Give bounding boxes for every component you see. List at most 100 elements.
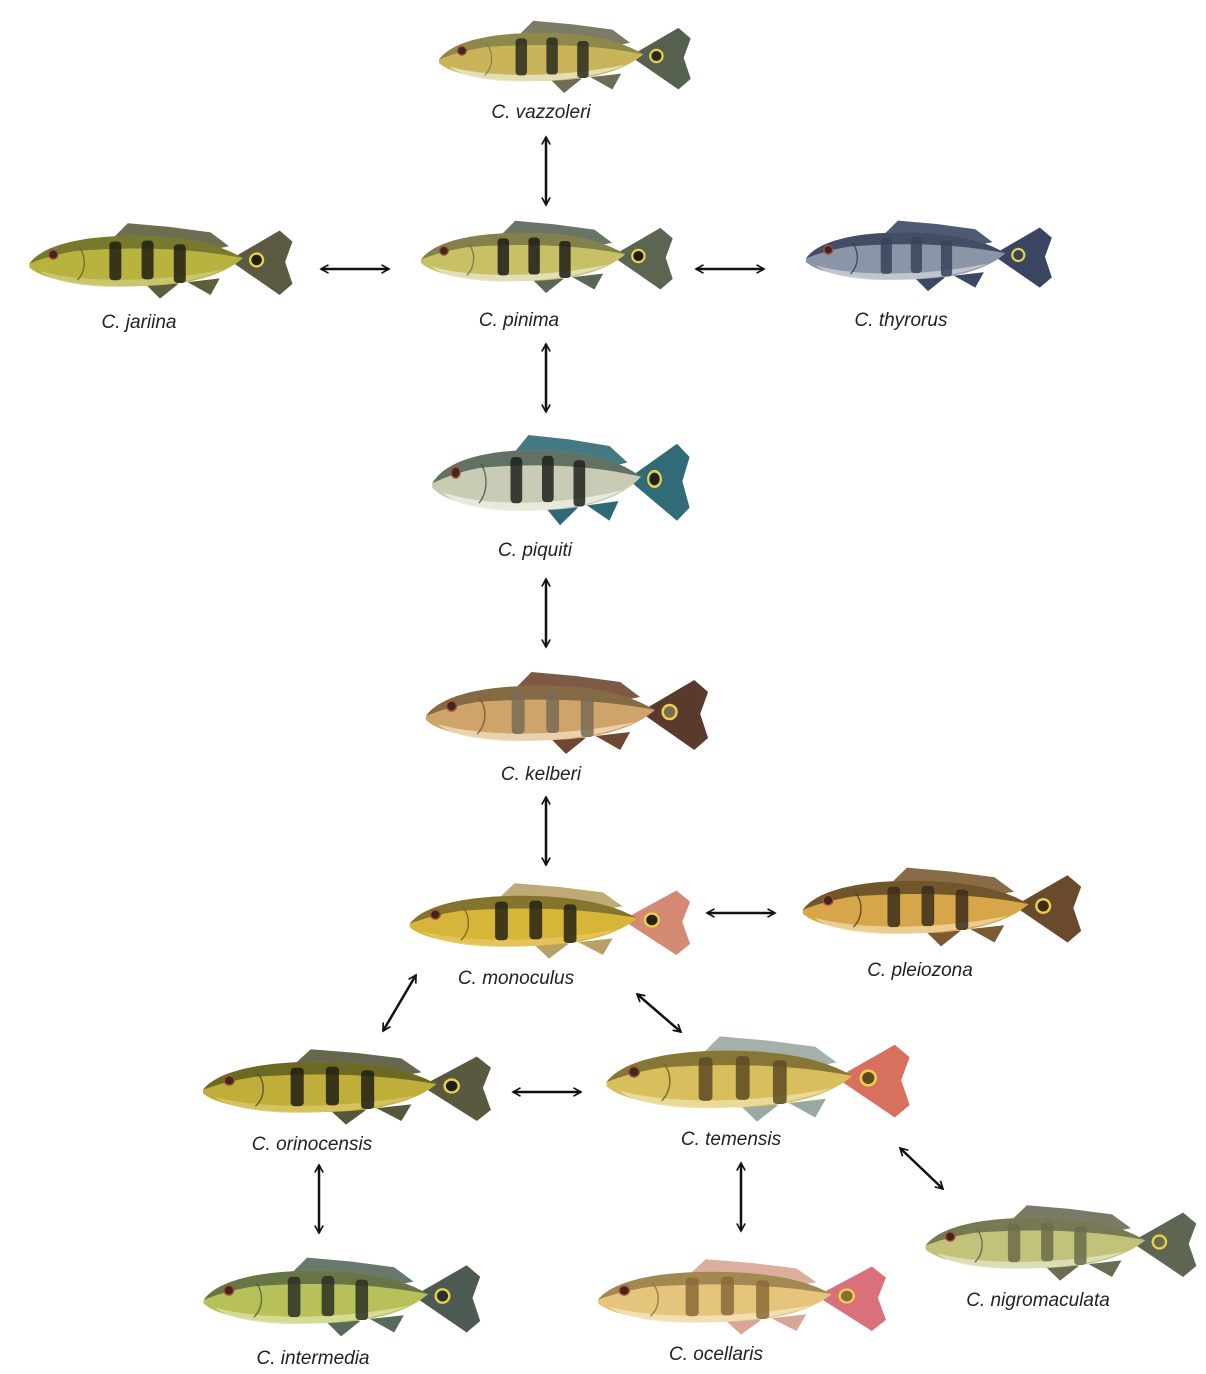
species-label: C. orinocensis (251, 1134, 373, 1155)
body-bar (290, 1067, 304, 1107)
gill-cover (484, 43, 493, 76)
fish-illustration (203, 1257, 481, 1337)
body-bar (955, 889, 969, 930)
fish-eye (627, 1065, 641, 1078)
fish-eye (450, 466, 461, 479)
double-arrow-monoculus-orinocensis (381, 975, 418, 1031)
fish-back (29, 235, 243, 264)
double-arrow-temensis-nigromaculata (900, 1148, 943, 1189)
species-label: C. vazzoleri (491, 102, 591, 123)
gill-cover (850, 242, 858, 275)
body-bar (321, 1275, 335, 1317)
anal-fin (578, 938, 613, 955)
fish-eye (456, 45, 467, 56)
anal-fin (788, 1098, 826, 1118)
fish-belly (215, 1305, 409, 1324)
fish-eye (445, 700, 458, 712)
tail-ocellus (859, 1069, 878, 1087)
body-bar (735, 1056, 750, 1100)
fish-belly (936, 1251, 1127, 1269)
tail-ocellus (838, 1288, 856, 1304)
fish-belly (437, 722, 636, 742)
tail-ocellus (434, 1288, 451, 1304)
fish-illustration (805, 220, 1052, 292)
species-label: C. intermedia (256, 1348, 370, 1369)
tail-ocellus (631, 248, 646, 264)
body-bar (887, 886, 901, 928)
body-bar (325, 1066, 339, 1106)
gill-cover (253, 1282, 263, 1318)
gill-cover (974, 1228, 983, 1263)
body-bar (1041, 1222, 1054, 1262)
anal-fin (771, 1314, 807, 1331)
body-bar (880, 237, 892, 274)
tail-ocellus (661, 703, 678, 721)
body-bar (921, 885, 935, 927)
anal-fin (572, 273, 604, 290)
fish-back (805, 232, 1006, 259)
tail-ocellus (647, 469, 662, 489)
body-bar (685, 1277, 699, 1317)
tail-ocellus (1011, 247, 1026, 263)
double-arrow-monoculus-temensis (637, 994, 681, 1032)
fish-illustration (421, 220, 673, 293)
fish-eye (223, 1284, 235, 1296)
body-bar (573, 460, 586, 507)
fish-back (598, 1271, 832, 1300)
body-bar (546, 37, 558, 75)
fish-belly (814, 915, 1010, 934)
body-bar (580, 695, 594, 737)
fish-back (606, 1050, 853, 1083)
fish-eye (47, 249, 59, 260)
gill-cover (649, 1282, 659, 1317)
species-label: C. piquiti (498, 540, 572, 561)
fish-illustration (598, 1259, 886, 1335)
fish-eye (822, 894, 834, 906)
body-bar (1074, 1226, 1087, 1265)
gill-cover (76, 246, 86, 281)
fish-back (439, 32, 644, 60)
fish-belly (619, 1088, 832, 1109)
fish-illustration (425, 672, 709, 754)
gill-cover (661, 1062, 671, 1102)
body-bar (497, 238, 510, 276)
species-label: C. pleiozona (867, 960, 973, 981)
fish-belly (449, 64, 626, 82)
fish-belly (40, 269, 225, 287)
fish-eye (223, 1075, 236, 1086)
anal-fin (376, 1104, 412, 1121)
species-label: C. nigromaculata (966, 1290, 1110, 1311)
species-label: C. thyrorus (854, 310, 948, 331)
fish-belly (215, 1095, 417, 1113)
body-bar (511, 692, 525, 734)
gill-cover (254, 1072, 264, 1107)
body-bar (577, 41, 589, 78)
species-label: C. kelberi (500, 764, 582, 785)
gill-cover (460, 906, 470, 941)
body-bar (698, 1057, 713, 1101)
body-bar (563, 904, 577, 943)
body-bar (510, 457, 523, 504)
fish-illustration (606, 1036, 910, 1122)
anal-fin (370, 1315, 404, 1333)
fish-back (203, 1270, 428, 1300)
anal-fin (595, 732, 631, 750)
body-bar (141, 240, 154, 280)
fish-belly (816, 263, 989, 281)
body-bar (559, 241, 571, 278)
tail-ocellus (443, 1078, 461, 1094)
tail-ocellus (1035, 898, 1052, 914)
body-bar (529, 900, 543, 940)
tail-ocellus (1151, 1234, 1168, 1250)
fish-back (802, 880, 1029, 910)
anal-fin (953, 272, 984, 288)
fish-eye (823, 244, 834, 255)
body-bar (756, 1280, 770, 1319)
fish-belly (610, 1305, 812, 1323)
fish-illustration (203, 1049, 491, 1125)
body-bar (495, 901, 508, 941)
body-bar (109, 241, 122, 281)
gill-cover (852, 892, 862, 928)
fish-belly (431, 264, 608, 282)
